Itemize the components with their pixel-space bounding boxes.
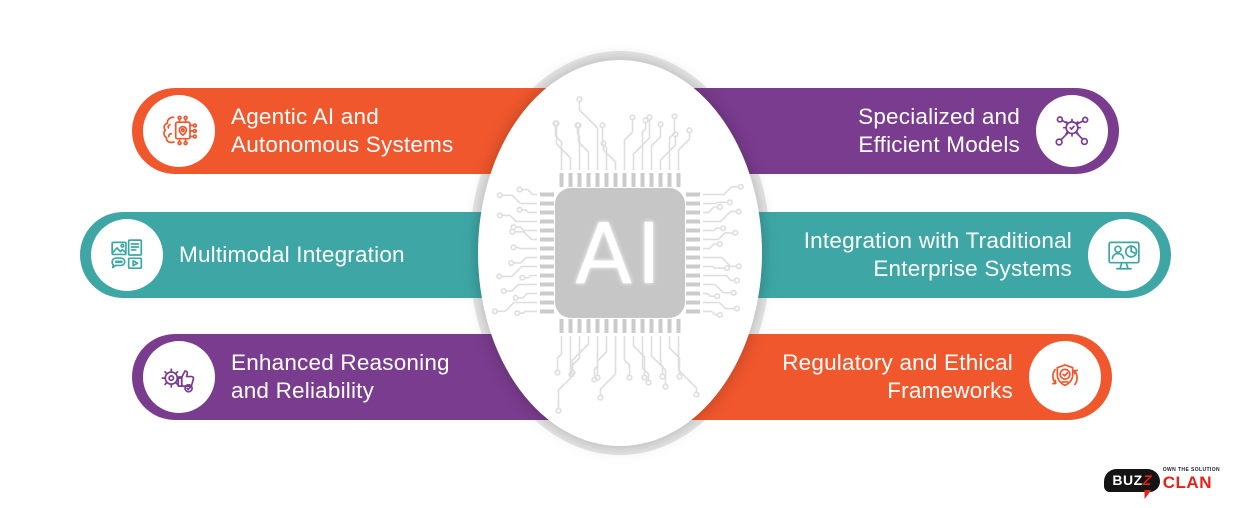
gear-thumbs-up-icon bbox=[143, 341, 215, 413]
enterprise-monitor-icon bbox=[1088, 219, 1160, 291]
logo-clan-text: CLAN bbox=[1162, 473, 1212, 492]
pill-label-line1: Regulatory and Ethical bbox=[782, 350, 1013, 375]
brain-chip-icon bbox=[143, 95, 215, 167]
logo-cloud: BUZZ bbox=[1104, 469, 1160, 499]
center-ellipse: AI bbox=[478, 60, 762, 446]
ai-chip-graphic: AI bbox=[491, 96, 744, 414]
logo-tagline: OWN THE SOLUTION bbox=[1162, 467, 1220, 473]
pill-label-line1: Specialized and bbox=[858, 104, 1020, 129]
chip-ai-label: AI bbox=[575, 205, 665, 303]
pill-label-line2: Autonomous Systems bbox=[231, 132, 454, 157]
gear-network-icon bbox=[1036, 95, 1108, 167]
pill-label-line1: Integration with Traditional bbox=[803, 228, 1072, 253]
pill-label-line1: Multimodal Integration bbox=[179, 242, 405, 267]
pill-label-line2: Enterprise Systems bbox=[873, 256, 1072, 281]
pill-label-line1: Enhanced Reasoning bbox=[231, 350, 450, 375]
logo-buzz-text: BUZ bbox=[1112, 472, 1143, 488]
buzzclan-logo: BUZZ OWN THE SOLUTION CLAN bbox=[1104, 467, 1220, 499]
pill-label-line2: Efficient Models bbox=[858, 132, 1020, 157]
pill-label-line2: Frameworks bbox=[887, 378, 1013, 403]
lightning-bolt-icon bbox=[1139, 490, 1152, 499]
pill-label-line1: Agentic AI and bbox=[231, 104, 379, 129]
shield-refresh-icon bbox=[1029, 341, 1101, 413]
pill-label-line2: and Reliability bbox=[231, 378, 375, 403]
multimodal-media-icon bbox=[91, 219, 163, 291]
